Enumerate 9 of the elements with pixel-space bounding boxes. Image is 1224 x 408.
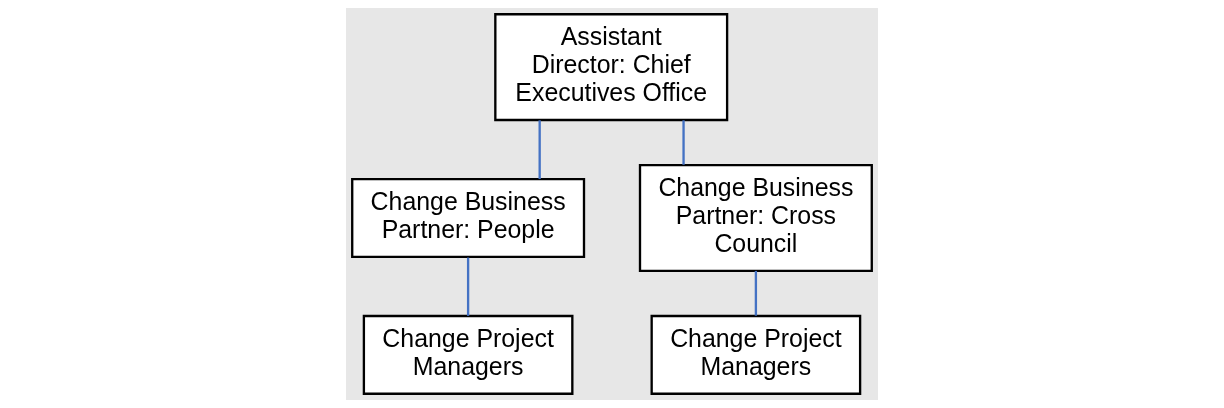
- node-box: Assistant Director: Chief Executives Office: [494, 13, 729, 122]
- connector: [754, 270, 758, 316]
- node-box: Change Business Partner: Cross Council: [638, 163, 873, 273]
- connector: [466, 257, 470, 316]
- node-box: Change Project Managers: [650, 314, 862, 395]
- node-box: Change Business Partner: People: [351, 177, 586, 259]
- node-box: Change Project Managers: [362, 314, 574, 395]
- connector: [538, 120, 541, 180]
- connector: [682, 120, 685, 165]
